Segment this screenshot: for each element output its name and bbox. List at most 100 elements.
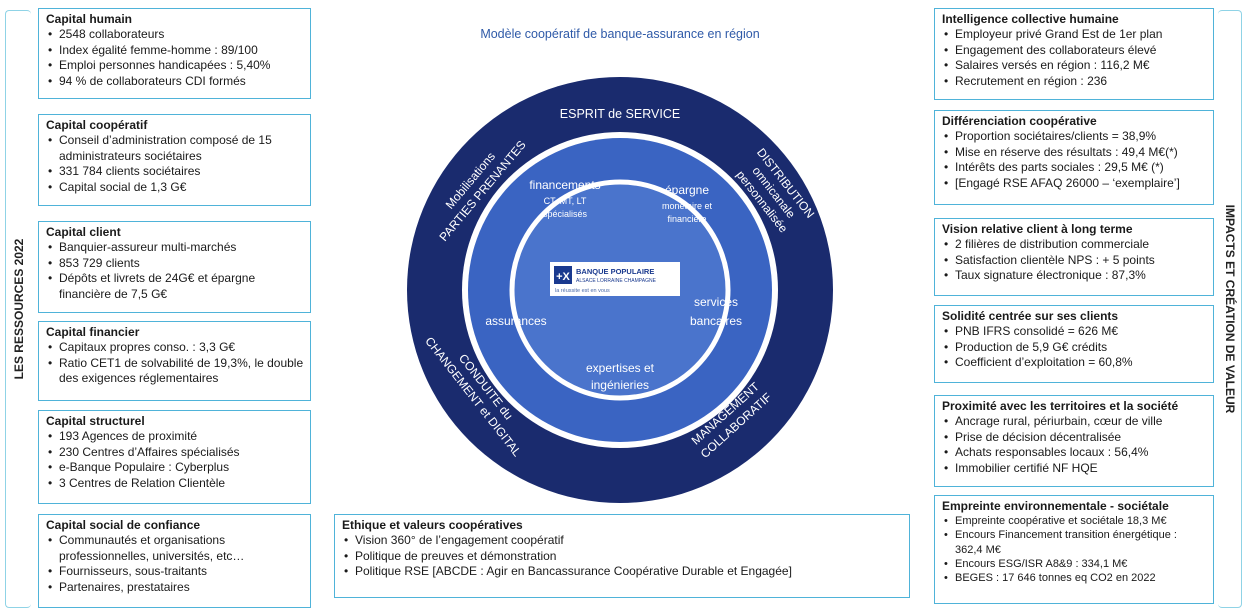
resource-box: Capital social de confianceCommunautés e…: [38, 514, 311, 608]
model-title: Modèle coopératif de banque-assurance en…: [480, 27, 760, 41]
resource-box-title: Capital financier: [46, 325, 140, 339]
ethics-box: Ethique et valeurs coopératives Vision 3…: [334, 514, 910, 598]
impact-box-list: PNB IFRS consolidé = 626 M€Production de…: [942, 324, 1207, 371]
impact-box: Différenciation coopérativeProportion so…: [934, 110, 1214, 205]
impact-box-item: Proportion sociétaires/clients = 38,9%: [942, 129, 1207, 145]
resource-box-item: e-Banque Populaire : Cyberplus: [46, 460, 304, 476]
impact-box-list: Empreinte coopérative et sociétale 18,3 …: [942, 514, 1207, 586]
impact-box-list: Proportion sociétaires/clients = 38,9%Mi…: [942, 129, 1207, 191]
resource-box-title: Capital social de confiance: [46, 518, 201, 532]
resource-box-item: 3 Centres de Relation Clientèle: [46, 476, 304, 492]
impact-box-title: Empreinte environnementale - sociétale: [942, 499, 1169, 513]
impact-box-item: Taux signature électronique : 87,3%: [942, 268, 1207, 284]
impact-box: Solidité centrée sur ses clientsPNB IFRS…: [934, 305, 1214, 383]
impact-box-item: Ancrage rural, périurbain, cœur de ville: [942, 414, 1207, 430]
resource-box: Capital financierCapitaux propres conso.…: [38, 321, 311, 401]
label-assurances: assurances: [485, 314, 546, 328]
resource-box-title: Capital structurel: [46, 414, 145, 428]
impact-box-item: Intérêts des parts sociales : 29,5 M€ (*…: [942, 160, 1207, 176]
resource-box-item: Dépôts et livrets de 24G€ et épargne fin…: [46, 271, 304, 302]
label-epargne-l2: monétaire et: [662, 201, 713, 211]
impact-box-title: Proximité avec les territoires et la soc…: [942, 399, 1179, 413]
resource-box-list: 2548 collaborateursIndex égalité femme-h…: [46, 27, 304, 89]
resource-box-item: Communautés et organisations professionn…: [46, 533, 304, 564]
resource-box-item: Conseil d’administration composé de 15 a…: [46, 133, 304, 164]
ethics-item: Politique de preuves et démonstration: [342, 549, 903, 565]
resource-box-item: Capitaux propres conso. : 3,3 G€: [46, 340, 304, 356]
logo-tagline: la réussite est en vous: [555, 288, 610, 294]
resource-box-list: Conseil d’administration composé de 15 a…: [46, 133, 304, 195]
impact-box-item: Recrutement en région : 236: [942, 74, 1207, 90]
label-financements-spec: spécialisés: [543, 209, 588, 219]
impact-box-item: Engagement des collaborateurs élevé: [942, 43, 1207, 59]
impact-box-item: [Engagé RSE AFAQ 26000 – ‘exemplaire’]: [942, 176, 1207, 192]
impact-box-item: Empreinte coopérative et sociétale 18,3 …: [942, 514, 1207, 529]
resource-box: Capital clientBanquier-assureur multi-ma…: [38, 221, 311, 313]
label-esprit-service: ESPRIT de SERVICE: [560, 107, 680, 121]
label-bancaires: bancaires: [690, 314, 742, 328]
logo-brand: BANQUE POPULAIRE: [576, 267, 654, 276]
resource-box-item: 193 Agences de proximité: [46, 429, 304, 445]
impact-box: Proximité avec les territoires et la soc…: [934, 395, 1214, 487]
impact-box-title: Différenciation coopérative: [942, 114, 1097, 128]
impact-box-item: BEGES : 17 646 tonnes eq CO2 en 2022: [942, 571, 1207, 586]
impact-box-list: Employeur privé Grand Est de 1er planEng…: [942, 27, 1207, 89]
resource-box-item: Capital social de 1,3 G€: [46, 180, 304, 196]
resource-box: Capital coopératifConseil d’administrati…: [38, 114, 311, 206]
logo-region: ALSACE LORRAINE CHAMPAGNE: [576, 278, 657, 284]
impact-box-title: Solidité centrée sur ses clients: [942, 309, 1119, 323]
resource-box-title: Capital coopératif: [46, 118, 148, 132]
label-expertises: expertises et: [586, 361, 655, 375]
resource-box-item: Banquier-assureur multi-marchés: [46, 240, 304, 256]
impact-box-item: Prise de décision décentralisée: [942, 430, 1207, 446]
resource-box-list: Capitaux propres conso. : 3,3 G€Ratio CE…: [46, 340, 304, 387]
impact-box-item: 2 filières de distribution commerciale: [942, 237, 1207, 253]
resource-box-item: 331 784 clients sociétaires: [46, 164, 304, 180]
impact-box-item: Mise en réserve des résultats : 49,4 M€(…: [942, 145, 1207, 161]
label-financements-terms: CT, MT, LT: [544, 196, 587, 206]
impacts-side-label: IMPACTS ET CRÉATION DE VALEUR: [1218, 10, 1242, 608]
resources-side-label: LES RESSOURCES 2022: [5, 10, 31, 608]
impact-box: Empreinte environnementale - sociétaleEm…: [934, 495, 1214, 604]
impact-box-item: Production de 5,9 G€ crédits: [942, 340, 1207, 356]
resources-label-text: LES RESSOURCES 2022: [11, 238, 26, 380]
resource-box: Capital structurel193 Agences de proximi…: [38, 410, 311, 504]
impact-box-item: Coefficient d’exploitation = 60,8%: [942, 355, 1207, 371]
impact-box-item: Immobilier certifié NF HQE: [942, 461, 1207, 477]
resource-box-item: Emploi personnes handicapées : 5,40%: [46, 58, 304, 74]
ethics-item: Vision 360° de l’engagement coopératif: [342, 533, 903, 549]
resource-box-list: Communautés et organisations professionn…: [46, 533, 304, 595]
resource-box-item: 230 Centres d’Affaires spécialisés: [46, 445, 304, 461]
label-epargne: épargne: [665, 183, 709, 197]
impact-box-title: Vision relative client à long terme: [942, 222, 1133, 236]
logo-mark-glyph-icon: +X: [556, 271, 570, 283]
impact-box-item: Encours Financement transition énergétiq…: [942, 528, 1207, 557]
label-services: services: [694, 295, 738, 309]
resource-box-title: Capital humain: [46, 12, 133, 26]
logo-mark-icon: [554, 266, 572, 284]
resource-box-item: Index égalité femme-homme : 89/100: [46, 43, 304, 59]
cooperative-model-wheel: ESPRIT de SERVICE Mobilisations PARTIES …: [407, 77, 833, 503]
banque-populaire-logo: +X BANQUE POPULAIRE ALSACE LORRAINE CHAM…: [550, 262, 680, 296]
ethics-list: Vision 360° de l’engagement coopératif P…: [342, 533, 903, 580]
impact-box: Intelligence collective humaineEmployeur…: [934, 8, 1214, 100]
resource-box-item: 94 % de collaborateurs CDI formés: [46, 74, 304, 90]
resource-box-title: Capital client: [46, 225, 121, 239]
label-financements: financements: [529, 178, 600, 192]
impact-box-item: Satisfaction clientèle NPS : + 5 points: [942, 253, 1207, 269]
impact-box-item: Employeur privé Grand Est de 1er plan: [942, 27, 1207, 43]
resource-box-item: Fournisseurs, sous-traitants: [46, 564, 304, 580]
impact-box-item: Salaires versés en région : 116,2 M€: [942, 58, 1207, 74]
resource-box-item: Partenaires, prestataires: [46, 580, 304, 596]
label-ingenieries: ingénieries: [591, 378, 649, 392]
impact-box-list: Ancrage rural, périurbain, cœur de ville…: [942, 414, 1207, 476]
resource-box-item: 853 729 clients: [46, 256, 304, 272]
impacts-label-text: IMPACTS ET CRÉATION DE VALEUR: [1222, 204, 1237, 414]
resource-box: Capital humain2548 collaborateursIndex é…: [38, 8, 311, 99]
ethics-item: Politique RSE [ABCDE : Agir en Bancassur…: [342, 564, 903, 580]
impact-box-item: Encours ESG/ISR A8&9 : 334,1 M€: [942, 557, 1207, 572]
impact-box-item: PNB IFRS consolidé = 626 M€: [942, 324, 1207, 340]
resource-box-item: Ratio CET1 de solvabilité de 19,3%, le d…: [46, 356, 304, 387]
resource-box-item: 2548 collaborateurs: [46, 27, 304, 43]
impact-box: Vision relative client à long terme2 fil…: [934, 218, 1214, 296]
